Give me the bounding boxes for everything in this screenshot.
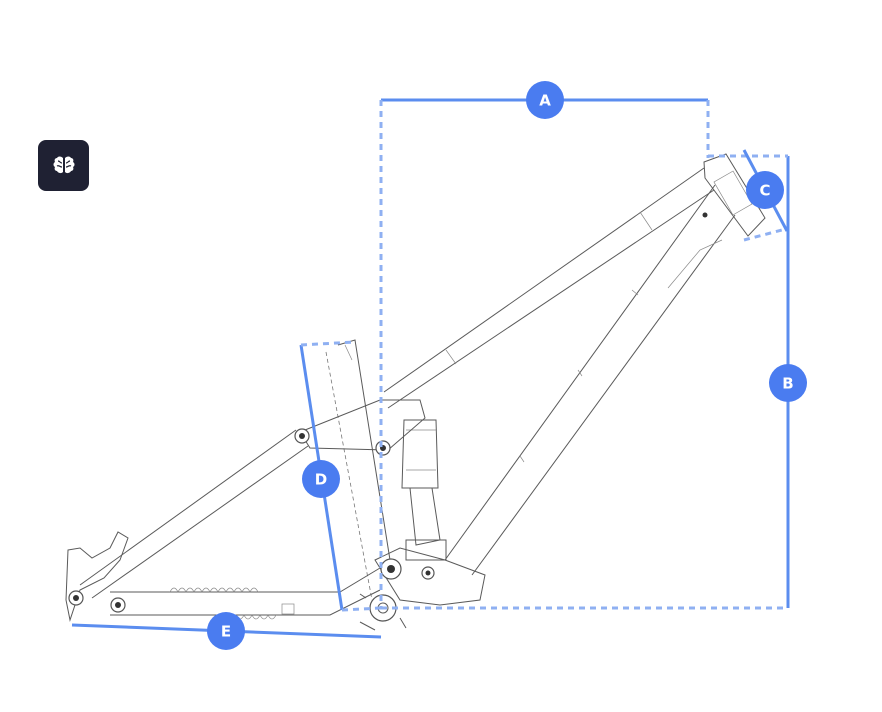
badge-b-label: B bbox=[782, 375, 793, 393]
chain-stay-lower bbox=[110, 589, 381, 616]
dimension-d-bottom-guide bbox=[341, 606, 382, 612]
bottom-bracket-shell bbox=[374, 547, 486, 606]
rear-shock bbox=[401, 419, 447, 580]
seat-tube-front bbox=[337, 339, 391, 561]
chainstay-protector bbox=[169, 587, 259, 593]
dimension-c-guide bbox=[743, 228, 783, 242]
seat-stay-upper bbox=[79, 429, 297, 586]
bike-frame-drawing bbox=[65, 153, 766, 631]
dimension-badge-d[interactable]: D bbox=[302, 460, 340, 498]
rear-dropout bbox=[65, 531, 129, 622]
badge-a-label: A bbox=[539, 92, 551, 110]
top-tube-lower bbox=[387, 189, 715, 409]
top-tube-upper bbox=[383, 167, 705, 393]
head-badge bbox=[713, 170, 753, 216]
badge-d-label: D bbox=[315, 471, 327, 489]
rocker-link bbox=[299, 399, 426, 451]
badge-e-label: E bbox=[221, 623, 231, 641]
brain-ai-button[interactable] bbox=[38, 140, 89, 191]
head-bolt bbox=[702, 212, 708, 218]
dimension-d-top-guide bbox=[300, 340, 356, 347]
brain-icon bbox=[53, 156, 74, 173]
badge-c-label: C bbox=[759, 182, 770, 200]
dimension-badge-b[interactable]: B bbox=[769, 364, 807, 402]
seat-tube-rear bbox=[325, 351, 373, 601]
dimension-badge-c[interactable]: C bbox=[746, 171, 784, 209]
chainguide-mount bbox=[359, 593, 407, 631]
seat-stay-lower bbox=[91, 445, 309, 599]
dimension-badge-a[interactable]: A bbox=[526, 81, 564, 119]
dimension-badge-e[interactable]: E bbox=[207, 612, 245, 650]
down-tube-lower bbox=[471, 214, 736, 576]
